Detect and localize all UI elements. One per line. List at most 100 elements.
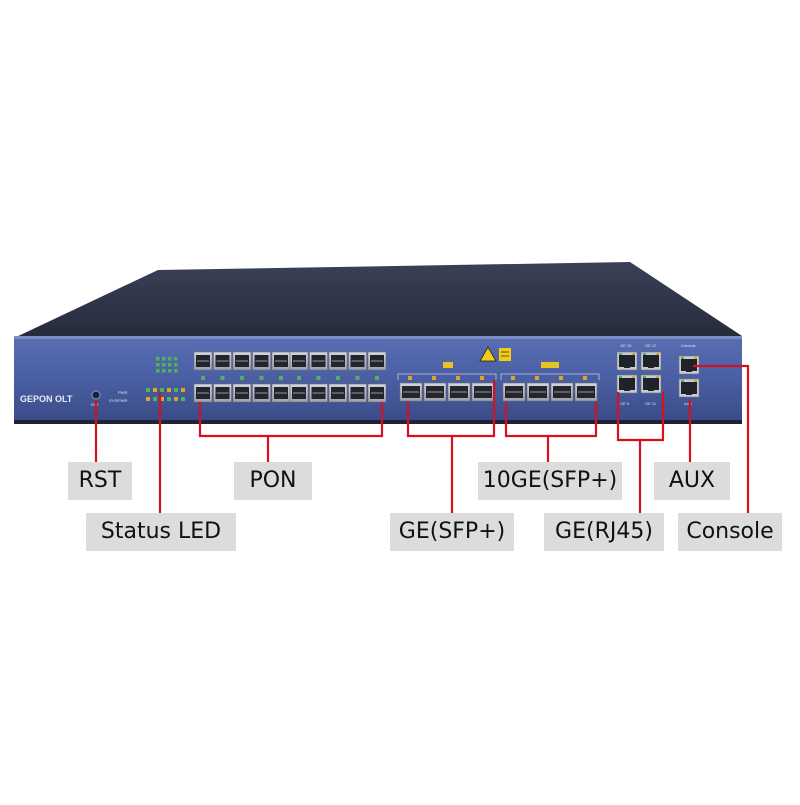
tenge-sfp-port-group [502, 376, 598, 402]
status-led [174, 369, 178, 373]
tenge-bracket [500, 373, 600, 380]
status-led [156, 357, 160, 361]
ge-rj45-port-group [616, 351, 700, 398]
status-led [160, 388, 164, 392]
ge-sfp-port[interactable] [423, 382, 447, 402]
status-led [156, 363, 160, 367]
ge-sfp-port[interactable] [447, 382, 471, 402]
pon-led [259, 376, 264, 380]
pon-port[interactable] [271, 383, 291, 403]
pon-port[interactable] [348, 383, 367, 403]
ge-sfp-port[interactable] [399, 382, 423, 402]
aux-port[interactable] [678, 378, 700, 398]
pon-led [297, 376, 301, 380]
pon-port[interactable] [309, 351, 328, 371]
status-led [162, 363, 166, 367]
status-led [146, 388, 150, 392]
reset-button[interactable] [91, 390, 101, 400]
pon-port[interactable] [193, 351, 213, 371]
pon-port[interactable] [193, 383, 213, 403]
status-led [153, 397, 157, 401]
console-port[interactable] [678, 355, 700, 375]
pon-port[interactable] [348, 351, 367, 371]
ge-rj45-port[interactable] [616, 351, 638, 371]
ge-sfp-led [480, 376, 484, 380]
pon-port[interactable] [289, 383, 309, 403]
status-led [156, 369, 160, 373]
status-led [181, 388, 185, 392]
pon-port[interactable] [309, 383, 328, 403]
pon-port[interactable] [271, 351, 291, 371]
status-led [162, 369, 166, 373]
pon-port[interactable] [367, 383, 387, 403]
status-led [174, 388, 178, 392]
tenge-sfp-label: 10GE(SFP+) [478, 462, 622, 500]
tenge-sfp-port[interactable] [502, 382, 526, 402]
ge-rj45-port[interactable] [640, 374, 662, 394]
pon-port[interactable] [367, 351, 387, 371]
ge11-small-label: GE 11 [645, 401, 657, 406]
tenge-sfp-port[interactable] [550, 382, 574, 402]
pon-port[interactable] [232, 383, 252, 403]
tenge-sfp-port[interactable] [574, 382, 598, 402]
tenge-led [583, 376, 587, 380]
pon-pointer [198, 402, 384, 462]
pon-led [316, 376, 321, 380]
ge-sfp-port[interactable] [471, 382, 495, 402]
status-led [162, 357, 166, 361]
pon-label: PON [234, 462, 312, 500]
pon-port[interactable] [213, 351, 232, 371]
ge-sfp-port-group [399, 376, 495, 402]
chassis-top [14, 262, 742, 338]
pon-led [336, 376, 340, 380]
status-led [168, 357, 172, 361]
pon-port[interactable] [328, 351, 348, 371]
pon-led [220, 376, 225, 380]
status-led [181, 397, 185, 401]
ge-rj45-port[interactable] [616, 374, 638, 394]
laser-warning-sticker [499, 348, 511, 361]
status-led [167, 388, 171, 392]
status-led-label: Status LED [86, 513, 236, 551]
ge-sfp-led [408, 376, 412, 380]
aux-label: AUX [654, 462, 730, 500]
ge-rj45-port[interactable] [640, 351, 662, 371]
pon-led [375, 376, 379, 380]
pon-led [279, 376, 283, 380]
tenge-led [511, 376, 515, 380]
status-led-group [146, 357, 185, 401]
status-led [168, 363, 172, 367]
console-small-label: Console [681, 343, 696, 348]
status-led [168, 369, 172, 373]
chassis-bottom-shadow [14, 420, 742, 424]
sys-small-label: SYS/PWR [109, 398, 128, 403]
status-led [174, 357, 178, 361]
pon-led [240, 376, 244, 380]
pon-port[interactable] [232, 351, 252, 371]
ge-sfp-bracket [397, 373, 497, 380]
ge-tag [443, 362, 453, 368]
ge-rj45-label: GE(RJ45) [544, 513, 664, 551]
status-led [146, 397, 150, 401]
pon-port[interactable] [289, 351, 309, 371]
pon-port[interactable] [252, 383, 271, 403]
pon-port-group [193, 351, 387, 403]
ge9-small-label: GE 9 [620, 401, 630, 406]
ge-sfp-label: GE(SFP+) [390, 513, 514, 551]
tenge-led [559, 376, 563, 380]
pon-port[interactable] [252, 351, 271, 371]
console-label: Console [678, 513, 782, 551]
tenge-sfp-port[interactable] [526, 382, 550, 402]
ge-sfp-led [456, 376, 460, 380]
tenge-pointer [504, 402, 598, 462]
pon-port[interactable] [328, 383, 348, 403]
chassis-front-edge [14, 336, 742, 339]
brand-text: GEPON OLT [20, 394, 73, 404]
ge-sfp-led [432, 376, 436, 380]
status-led [153, 388, 157, 392]
pon-port[interactable] [213, 383, 232, 403]
laser-warning-icon [479, 346, 497, 362]
rst-label: RST [68, 462, 132, 500]
